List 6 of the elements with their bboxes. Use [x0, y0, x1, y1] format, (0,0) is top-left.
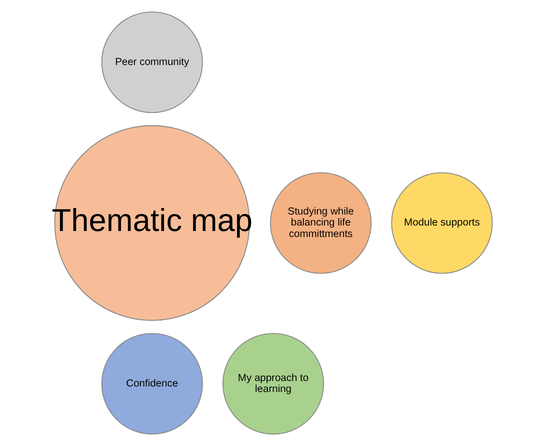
node-circle: My approach to learning: [222, 332, 324, 435]
node-circle: Peer community: [101, 11, 203, 114]
node-circle: Thematic map: [54, 125, 250, 321]
node-circle: Module supports: [391, 172, 493, 274]
node-circle: Confidence: [101, 332, 203, 435]
node-circle: Studying while balancing life committments: [270, 172, 372, 274]
